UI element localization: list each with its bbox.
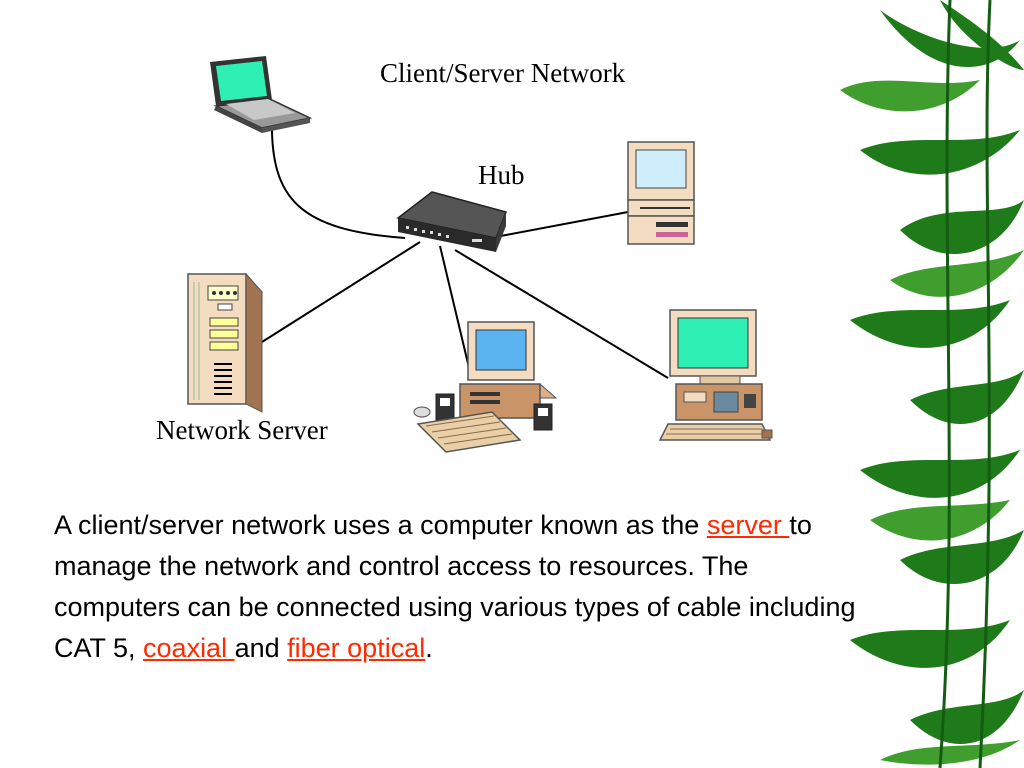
network-server-label: Network Server: [156, 415, 328, 445]
desktop-computer-center-icon: [413, 321, 558, 453]
coaxial-link[interactable]: coaxial: [143, 633, 235, 663]
network-server-tower-icon: [186, 272, 264, 413]
cables: [261, 117, 669, 379]
cable-server: [261, 241, 421, 343]
hub-label: Hub: [478, 160, 525, 190]
laptop-icon: [210, 56, 313, 133]
cable-desktop-center: [439, 245, 471, 373]
hub-icon: [396, 191, 507, 252]
desktop-computer-top-right-icon: [627, 141, 695, 245]
cable-desktop-bottom-right: [454, 249, 669, 379]
server-link[interactable]: server: [706, 510, 790, 540]
paragraph-text-1: A client/server network uses a computer …: [54, 510, 707, 540]
description-paragraph: A client/server network uses a computer …: [54, 505, 874, 669]
paragraph-text-4: .: [425, 633, 433, 663]
desktop-computer-bottom-right-icon: [658, 309, 773, 441]
cable-laptop: [270, 117, 406, 239]
paragraph-text-2: to manage the network and control access…: [54, 510, 856, 663]
fiber-optical-link[interactable]: fiber optical: [287, 633, 426, 663]
diagram-title: Client/Server Network: [380, 58, 626, 88]
cable-desktop-top-right: [489, 211, 629, 239]
bamboo-decoration: [840, 0, 1024, 768]
paragraph-text-3: and: [234, 633, 288, 663]
